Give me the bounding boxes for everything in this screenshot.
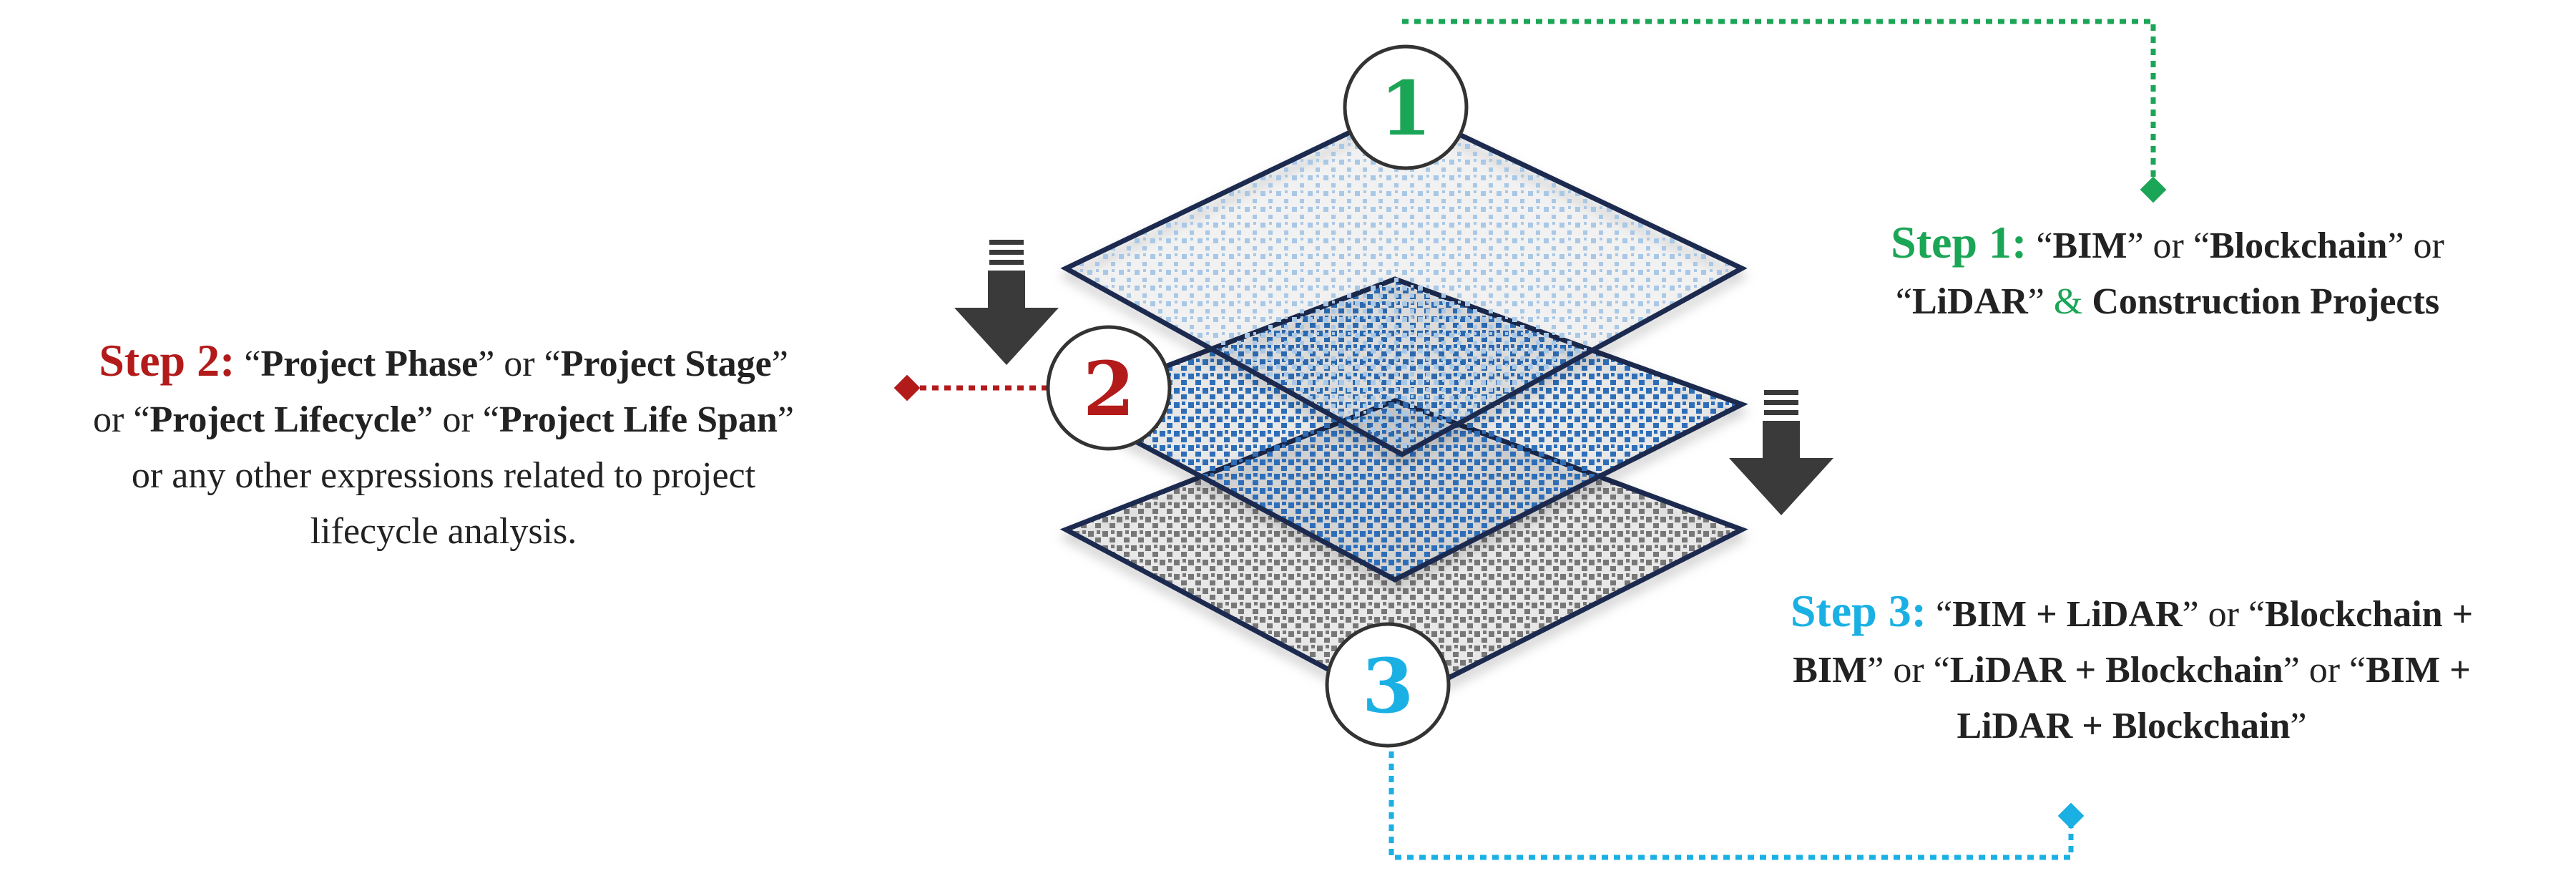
step2-caption: Step 2: “Project Phase” or “Project Stag… <box>14 333 873 560</box>
layer-1 <box>1060 104 1748 457</box>
text-run: Project Phase <box>260 344 479 384</box>
step2-label: Step 2: <box>99 335 235 386</box>
right-down-arrow-icon <box>1729 390 1833 515</box>
step3-line-1-text: “BIM + LiDAR” or “Blockchain + <box>1936 594 2473 635</box>
text-run: Blockchain <box>2209 225 2388 266</box>
step1-line-2: “LiDAR” & Construction Projects <box>1781 274 2554 330</box>
step3-label: Step 3: <box>1790 585 1927 636</box>
step3-diamond-marker-icon <box>2057 802 2085 829</box>
step2-line-4: lifecycle analysis. <box>14 504 873 560</box>
step1-caption: Step 1: “BIM” or “Blockchain” or “LiDAR”… <box>1781 215 2554 330</box>
text-run: Project Life Span <box>499 399 778 440</box>
step1-line-1: Step 1: “BIM” or “Blockchain” or <box>1781 215 2554 274</box>
text-run: LiDAR + Blockchain <box>1949 650 2283 691</box>
step3-caption: Step 3: “BIM + LiDAR” or “Blockchain + B… <box>1703 583 2561 754</box>
text-run: or any other expressions related to proj… <box>131 455 756 496</box>
text-run: & <box>2053 281 2083 322</box>
text-run: Project Stage <box>560 344 772 384</box>
text-run: LiDAR + Blockchain <box>1957 706 2291 746</box>
text-run: ” <box>2027 281 2054 322</box>
step3-connector <box>1389 751 2074 860</box>
text-run: ” <box>771 344 788 384</box>
text-run: or “ <box>93 399 150 440</box>
step3-number-badge: 3 <box>1325 622 1451 748</box>
text-run: ” <box>2290 706 2307 746</box>
text-run: “ <box>1895 281 1912 322</box>
step2-number: 2 <box>1083 345 1135 433</box>
step1-number: 1 <box>1380 64 1431 152</box>
text-run: Project Lifecycle <box>150 399 417 440</box>
step3-number: 3 <box>1362 642 1414 730</box>
step2-line-3: or any other expressions related to proj… <box>14 448 873 504</box>
step2-line-1-text: “Project Phase” or “Project Stage” <box>244 344 788 384</box>
text-run: ” or <box>2387 225 2444 266</box>
text-run: ” or “ <box>416 399 499 440</box>
text-run: lifecycle analysis. <box>310 511 577 552</box>
text-run: BIM <box>1793 650 1868 691</box>
left-down-arrow-icon <box>954 240 1059 365</box>
step2-line-1: Step 2: “Project Phase” or “Project Stag… <box>14 333 873 392</box>
text-run: “ <box>2036 225 2053 266</box>
text-run: ” <box>777 399 794 440</box>
text-run: “ <box>1936 594 1953 635</box>
step2-number-badge: 2 <box>1046 325 1172 451</box>
text-run: Construction Projects <box>2082 281 2440 322</box>
text-run: BIM + LiDAR <box>1952 594 2183 635</box>
step2-line-2: or “Project Lifecycle” or “Project Life … <box>14 392 873 448</box>
text-run: “ <box>244 344 261 384</box>
text-run: ” or “ <box>1867 650 1950 691</box>
text-run: BIM <box>2052 225 2127 266</box>
text-run: BIM + <box>2366 650 2471 691</box>
step3-line-2: BIM” or “LiDAR + Blockchain” or “BIM + <box>1703 643 2561 699</box>
step2-diamond-marker-icon <box>893 374 921 401</box>
text-run: ” or “ <box>478 344 561 384</box>
text-run: ” or “ <box>2127 225 2210 266</box>
step1-line-1-text: “BIM” or “Blockchain” or <box>2036 225 2444 266</box>
step3-line-3: LiDAR + Blockchain” <box>1703 699 2561 754</box>
text-run: ” or “ <box>2182 594 2266 635</box>
step1-number-badge: 1 <box>1343 44 1469 170</box>
text-run: ” or “ <box>2283 650 2366 691</box>
step3-line-1: Step 3: “BIM + LiDAR” or “Blockchain + <box>1703 583 2561 643</box>
step1-label: Step 1: <box>1891 217 2027 268</box>
text-run: Blockchain + <box>2265 594 2474 635</box>
step1-diamond-marker-icon <box>2140 176 2167 203</box>
text-run: LiDAR <box>1912 281 2028 322</box>
